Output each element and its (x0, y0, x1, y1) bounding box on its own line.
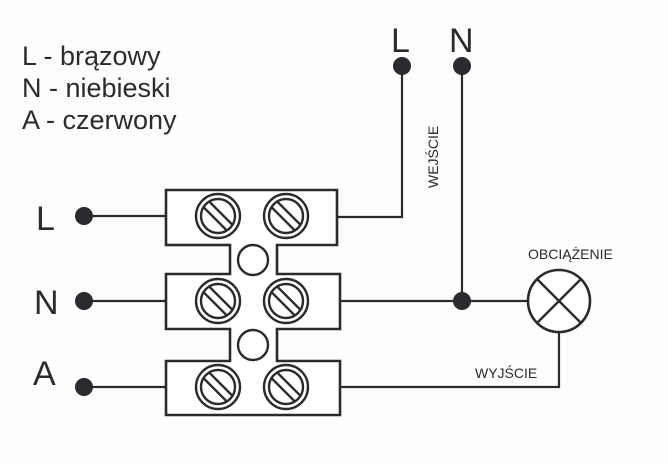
left-terminal-label-n: N (34, 284, 59, 322)
screw-icon (194, 363, 242, 411)
legend-item-l: L - brązowy (22, 41, 161, 71)
terminal-dot-left-l (75, 207, 93, 225)
input-label: WEJŚCIE (424, 126, 441, 188)
top-terminal-label-n: N (449, 22, 474, 60)
legend-item-n: N - niebieski (22, 73, 171, 103)
screw-icon (262, 192, 310, 240)
terminal-block (164, 188, 342, 417)
terminal-dot-left-n (75, 292, 93, 310)
terminal-dot-top-n (453, 57, 471, 75)
screw-icon (262, 363, 310, 411)
load-label: OBCIĄŻENIE (528, 245, 613, 262)
screw-icon (194, 277, 242, 325)
screws-group (194, 192, 310, 411)
lamp-load-icon (526, 268, 592, 334)
mounting-hole-icon (236, 243, 270, 277)
terminal-dot-top-l (393, 57, 411, 75)
left-terminal-label-l: L (36, 200, 55, 238)
screw-icon (194, 192, 242, 240)
mounting-hole-icon (236, 328, 270, 362)
wire-input-l (337, 66, 404, 219)
wire-color-legend: L - brązowy N - niebieski A - czerwony (22, 40, 177, 136)
wire-output-a (340, 332, 561, 389)
top-terminal-label-l: L (391, 22, 410, 60)
output-label: WYJŚCIE (475, 364, 537, 381)
screw-icon (262, 277, 310, 325)
left-terminal-label-a: A (33, 355, 56, 393)
legend-item-a: A - czerwony (22, 105, 177, 135)
junction-dot-n (453, 292, 471, 310)
terminal-dot-left-a (75, 378, 93, 396)
